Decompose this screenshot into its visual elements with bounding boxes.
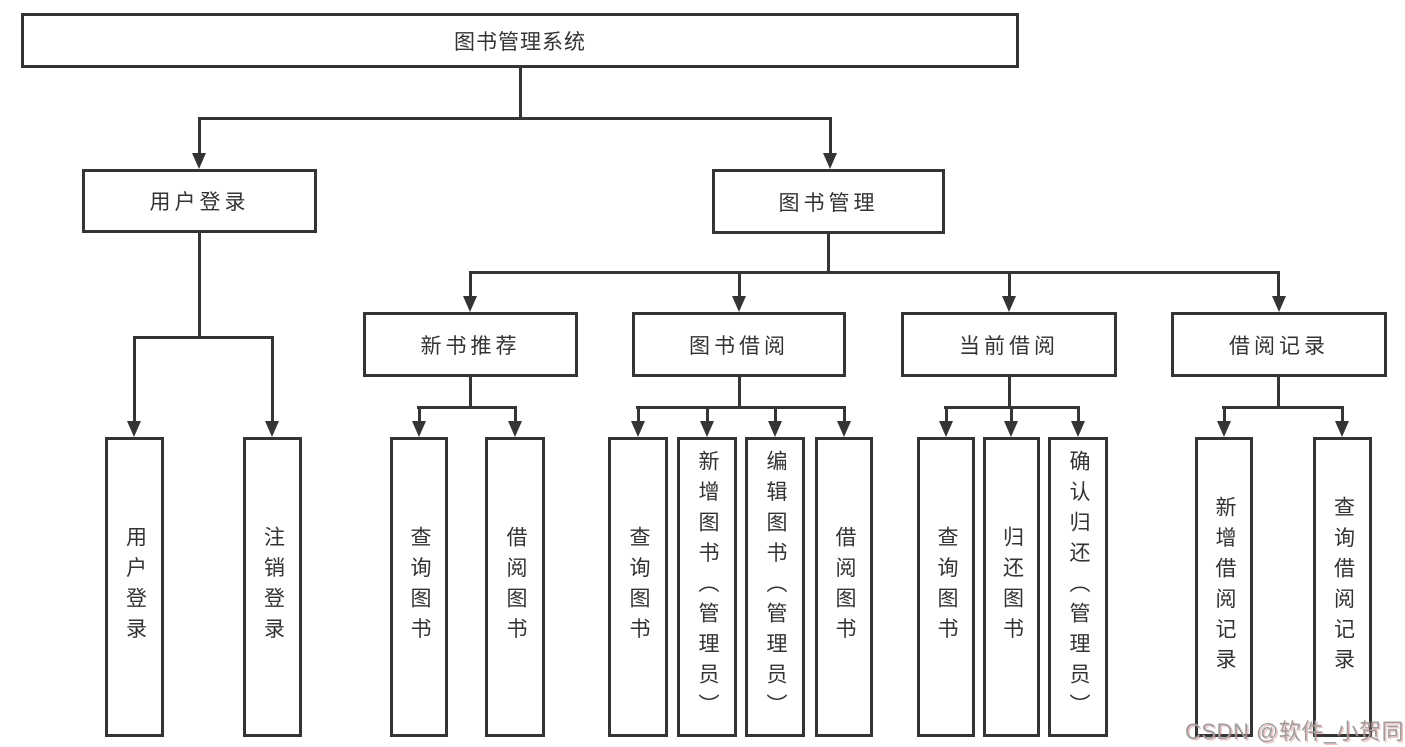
connector-leaf-stem bbox=[843, 406, 846, 421]
leaf-node-query-books-a: 查询图书 bbox=[390, 437, 448, 737]
leaf-node-return-books: 归还图书 bbox=[983, 437, 1040, 737]
branch-user-login-label: 用户登录 bbox=[149, 191, 250, 214]
leaf-label: 借阅图书 bbox=[504, 526, 528, 648]
group-current-borrow-label: 当前借阅 bbox=[959, 334, 1059, 358]
arrow-down-icon bbox=[1335, 421, 1349, 437]
arrow-down-icon bbox=[265, 421, 279, 437]
connector-level3-bar bbox=[469, 271, 1280, 274]
arrow-down-icon bbox=[1004, 421, 1018, 437]
connector-groupA-bar bbox=[417, 406, 516, 409]
leaf-label: 归还图书 bbox=[1000, 526, 1024, 648]
connector-group-stem bbox=[738, 271, 741, 296]
group-book-borrow-label: 图书借阅 bbox=[689, 334, 789, 358]
branch-book-management-label: 图书管理 bbox=[778, 191, 879, 215]
arrow-down-icon bbox=[1071, 421, 1085, 437]
arrow-down-icon bbox=[1002, 296, 1016, 312]
connector-leaf-stem bbox=[418, 406, 421, 421]
connector-leaf-stem bbox=[1077, 406, 1080, 421]
leaf-label: 编辑图书（管理员） bbox=[764, 449, 788, 725]
arrow-down-icon bbox=[939, 421, 953, 437]
connector-groupD-down bbox=[1277, 377, 1280, 406]
connector-leaf-stem bbox=[945, 406, 948, 421]
arrow-down-icon bbox=[631, 421, 645, 437]
connector-leaf-stem bbox=[774, 406, 777, 421]
arrow-down-icon bbox=[508, 421, 522, 437]
leaf-label: 查询图书 bbox=[627, 526, 651, 648]
leaf-node-borrow-books-b: 借阅图书 bbox=[815, 437, 873, 737]
branch-node-book-management: 图书管理 bbox=[712, 169, 945, 234]
connector-leaf-stem bbox=[1010, 406, 1013, 421]
leaf-label: 注销登录 bbox=[261, 526, 285, 648]
group-new-book-recommend-label: 新书推荐 bbox=[420, 334, 521, 358]
connector-group-stem bbox=[469, 271, 472, 296]
leaf-label: 查询图书 bbox=[408, 526, 432, 648]
arrow-down-icon bbox=[700, 421, 714, 437]
connector-leaf-stem bbox=[1223, 406, 1226, 421]
leaf-node-query-books-b: 查询图书 bbox=[608, 437, 668, 737]
leaf-node-edit-books-admin: 编辑图书（管理员） bbox=[745, 437, 805, 737]
leaf-label: 查询借阅记录 bbox=[1331, 495, 1355, 679]
connector-user-login-down bbox=[198, 233, 201, 336]
arrow-down-icon bbox=[768, 421, 782, 437]
leaf-label: 新增图书（管理员） bbox=[696, 449, 720, 725]
arrow-down-icon bbox=[412, 421, 426, 437]
arrow-down-icon bbox=[127, 421, 141, 437]
arrow-down-icon bbox=[823, 153, 837, 169]
root-node-label: 图书管理系统 bbox=[454, 30, 586, 54]
leaf-node-query-books-c: 查询图书 bbox=[917, 437, 975, 737]
connector-book-mgmt-down bbox=[827, 234, 830, 271]
root-node: 图书管理系统 bbox=[21, 13, 1019, 68]
connector-root-stub bbox=[519, 68, 522, 117]
leaf-node-borrow-books-a: 借阅图书 bbox=[485, 437, 545, 737]
watermark: CSDN @软件_小贺同学 bbox=[1185, 719, 1405, 744]
connector-groupA-down bbox=[469, 377, 472, 406]
connector-leaf-stem bbox=[1341, 406, 1344, 421]
group-node-borrow-records: 借阅记录 bbox=[1171, 312, 1387, 377]
arrow-down-icon bbox=[1217, 421, 1231, 437]
connector-user-login-bar bbox=[133, 336, 273, 339]
connector-group-stem bbox=[1008, 271, 1011, 296]
arrow-down-icon bbox=[732, 296, 746, 312]
connector-groupC-down bbox=[1008, 377, 1011, 406]
connector-leaf-stem bbox=[514, 406, 517, 421]
arrow-down-icon bbox=[463, 296, 477, 312]
arrow-down-icon bbox=[192, 153, 206, 169]
group-node-current-borrow: 当前借阅 bbox=[901, 312, 1117, 377]
connector-groupD-bar bbox=[1222, 406, 1344, 409]
group-node-book-borrow: 图书借阅 bbox=[632, 312, 846, 377]
group-node-new-book-recommend: 新书推荐 bbox=[363, 312, 578, 377]
connector-group-stem bbox=[1277, 271, 1280, 296]
leaf-label: 确认归还（管理员） bbox=[1067, 449, 1091, 725]
leaf-node-add-books-admin: 新增图书（管理员） bbox=[677, 437, 737, 737]
connector-book-mgmt-stem bbox=[829, 117, 832, 153]
connector-leaf-stem bbox=[637, 406, 640, 421]
leaf-label: 借阅图书 bbox=[833, 526, 857, 648]
connector-leaf-stem bbox=[271, 336, 274, 421]
connector-level2-bar bbox=[198, 117, 832, 120]
leaf-node-confirm-return-admin: 确认归还（管理员） bbox=[1048, 437, 1108, 737]
arrow-down-icon bbox=[837, 421, 851, 437]
connector-groupB-bar bbox=[636, 406, 846, 409]
leaf-label: 新增借阅记录 bbox=[1213, 495, 1237, 679]
leaf-label: 查询图书 bbox=[935, 526, 959, 648]
connector-user-login-stem bbox=[198, 117, 201, 153]
arrow-down-icon bbox=[1272, 296, 1286, 312]
connector-leaf-stem bbox=[133, 336, 136, 421]
group-borrow-records-label: 借阅记录 bbox=[1229, 334, 1329, 358]
leaf-node-query-borrow-record: 查询借阅记录 bbox=[1313, 437, 1372, 737]
leaf-label: 用户登录 bbox=[123, 526, 147, 648]
leaf-node-user-login: 用户登录 bbox=[105, 437, 164, 737]
branch-node-user-login: 用户登录 bbox=[82, 169, 317, 233]
connector-leaf-stem bbox=[706, 406, 709, 421]
connector-groupB-down bbox=[738, 377, 741, 406]
leaf-node-logout: 注销登录 bbox=[243, 437, 302, 737]
leaf-node-add-borrow-record: 新增借阅记录 bbox=[1195, 437, 1253, 737]
